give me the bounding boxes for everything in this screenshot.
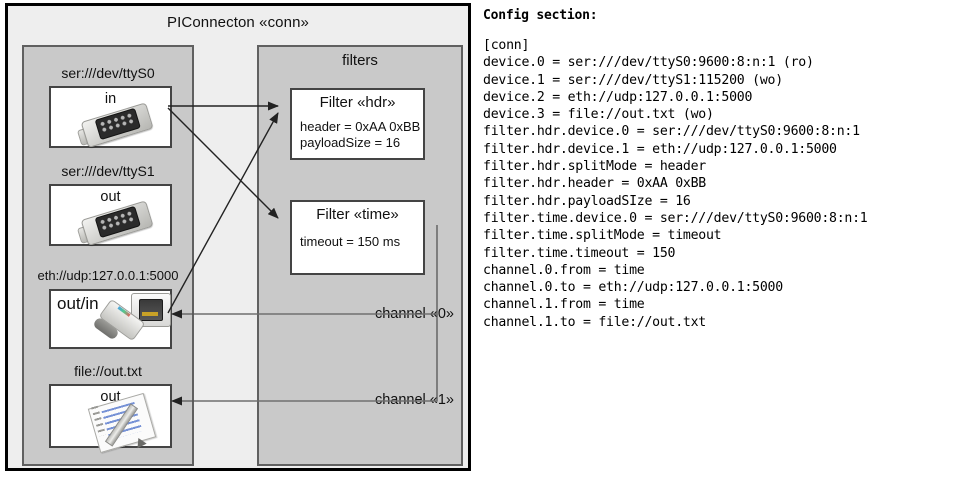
config-lines: [conn] device.0 = ser:///dev/ttyS0:9600:… — [483, 38, 868, 330]
piconnecton-container: PIConnecton «conn» ser:///dev/ttyS0 in s… — [5, 3, 471, 471]
device-card-eth-outin[interactable]: out/in — [49, 289, 172, 349]
config-heading: Config section: — [483, 8, 598, 23]
device-caption-file: file://out.txt — [74, 363, 142, 379]
device-card-ttyS0-in[interactable]: in — [49, 86, 172, 149]
device-caption-ttyS0: ser:///dev/ttyS0 — [61, 65, 155, 81]
device-card-ttyS1-out[interactable]: out — [49, 184, 172, 247]
device-direction-label: out/in — [57, 294, 99, 313]
channel-0-label: channel «0» — [374, 306, 454, 322]
device-caption-ttyS1: ser:///dev/ttyS1 — [61, 163, 155, 179]
device-direction-label: out — [100, 189, 121, 205]
filter-title: Filter «hdr» — [319, 94, 396, 111]
filter-properties: timeout = 150 ms — [300, 234, 401, 249]
filter-card-hdr[interactable]: Filter «hdr» header = 0xAA 0xBB payloadS… — [290, 88, 425, 160]
filters-panel-title: filters — [342, 52, 378, 69]
devices-panel: ser:///dev/ttyS0 in ser:///dev/ttyS1 out… — [22, 45, 194, 466]
filter-card-time[interactable]: Filter «time» timeout = 150 ms — [290, 200, 425, 275]
filter-properties: header = 0xAA 0xBB payloadSize = 16 — [300, 119, 421, 150]
diagram-title: PIConnecton «conn» — [167, 14, 309, 31]
filter-title: Filter «time» — [316, 206, 399, 223]
ethernet-rj45-icon — [92, 293, 173, 349]
filters-panel: filters Filter «hdr» header = 0xAA 0xBB … — [257, 45, 463, 466]
channel-1-label: channel «1» — [374, 392, 454, 408]
notepad-pencil-icon — [87, 392, 165, 454]
device-caption-eth: eth://udp:127.0.0.1:5000 — [37, 268, 179, 283]
config-section: Config section: [conn] device.0 = ser://… — [483, 8, 961, 331]
device-direction-label: in — [104, 91, 117, 107]
device-card-file-out[interactable]: out — [49, 384, 172, 454]
